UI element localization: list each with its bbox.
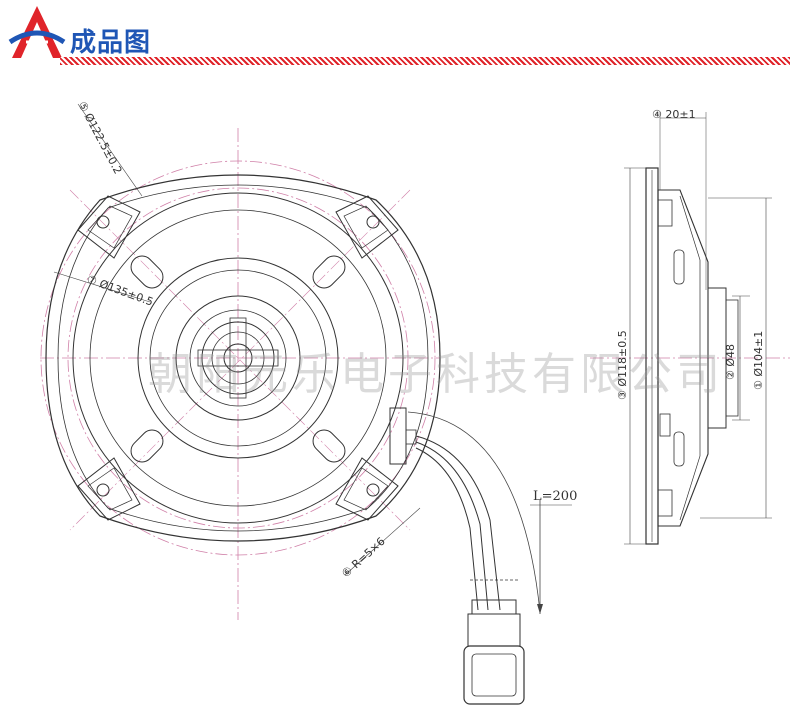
mount-ear-top-right <box>335 195 399 259</box>
dim1-label: ① Ø104±1 <box>752 331 765 390</box>
dim3-label: ③ Ø118±0.5 <box>616 330 629 400</box>
dim6-label: ⑥ R=5×6 <box>339 535 387 580</box>
cable-length-label: L=200 <box>533 489 577 504</box>
header-stripe <box>60 57 790 65</box>
mount-ear-bottom-right <box>335 457 399 521</box>
mount-ear-top-left <box>77 195 141 259</box>
side-view <box>590 112 790 545</box>
mount-ear-bottom-left <box>77 457 141 521</box>
watermark-text: 朝阳元乐电子科技有限公司 <box>148 349 724 400</box>
dim4-label: ④ 20±1 <box>652 108 696 121</box>
page-title: 成品图 <box>70 28 152 58</box>
dim7-label: ⑦ Ø135±0.5 <box>85 273 155 309</box>
front-view <box>40 103 572 705</box>
page-header: 成品图 <box>0 0 790 68</box>
triangle-a-logo-icon <box>8 6 66 58</box>
dim5-label: ⑤ Ø122.5±0.2 <box>75 99 124 176</box>
connector <box>463 579 525 705</box>
dim2-label: ② Ø48 <box>724 344 737 380</box>
